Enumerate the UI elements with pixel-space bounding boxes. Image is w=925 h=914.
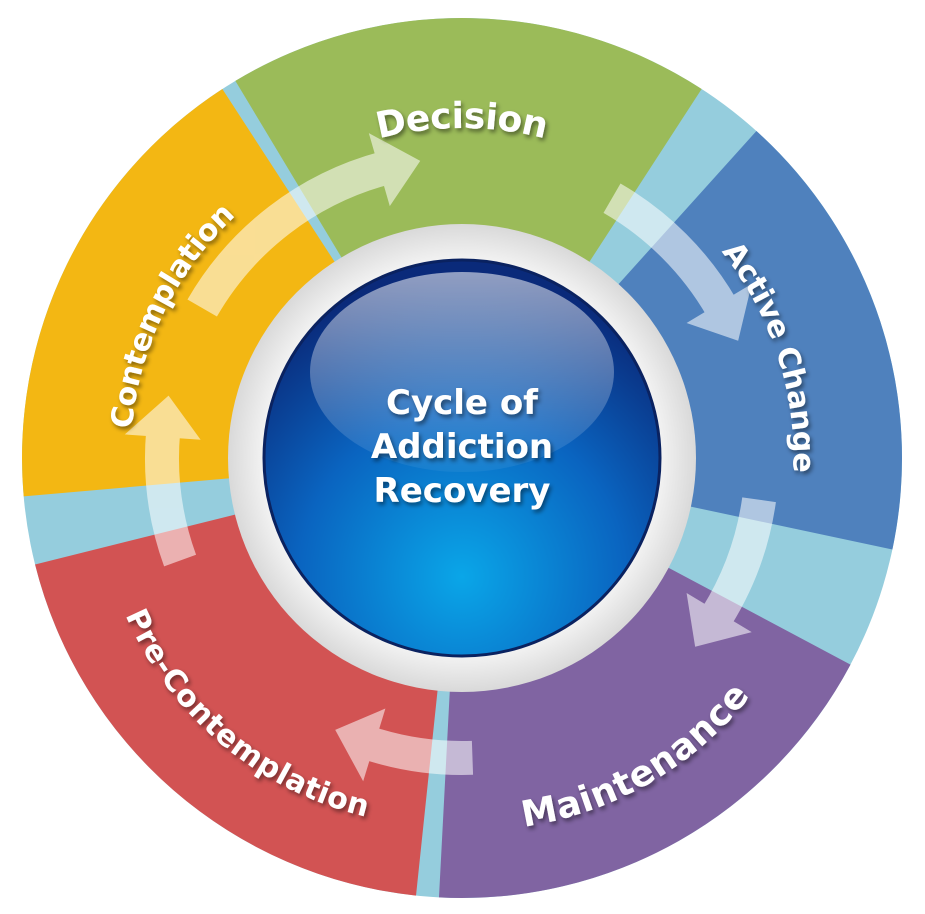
flow-arrow-shaft	[187, 151, 389, 317]
flow-arrow-shaft	[364, 727, 474, 775]
flow-arrow-head	[686, 592, 752, 647]
center-title-line-1: Cycle of	[386, 383, 539, 423]
center-title-line-3: Recovery	[374, 471, 551, 511]
flow-arrow-shaft	[701, 497, 776, 626]
flow-arrow-head	[368, 133, 421, 207]
center-title-line-2: Addiction	[371, 427, 553, 467]
flow-arrow-head	[686, 283, 752, 341]
flow-arrows	[124, 133, 776, 782]
segment-contemplation	[22, 88, 343, 497]
segment-pre-contemplation	[35, 511, 440, 896]
flow-arrow-head	[335, 708, 386, 782]
segment-decision	[235, 18, 702, 274]
flow-arrow-shaft	[145, 430, 197, 567]
flow-arrow-head	[124, 395, 201, 440]
orb-highlight	[310, 272, 614, 472]
segment-maintenance	[438, 561, 851, 898]
flow-arrow-shaft	[603, 183, 737, 317]
